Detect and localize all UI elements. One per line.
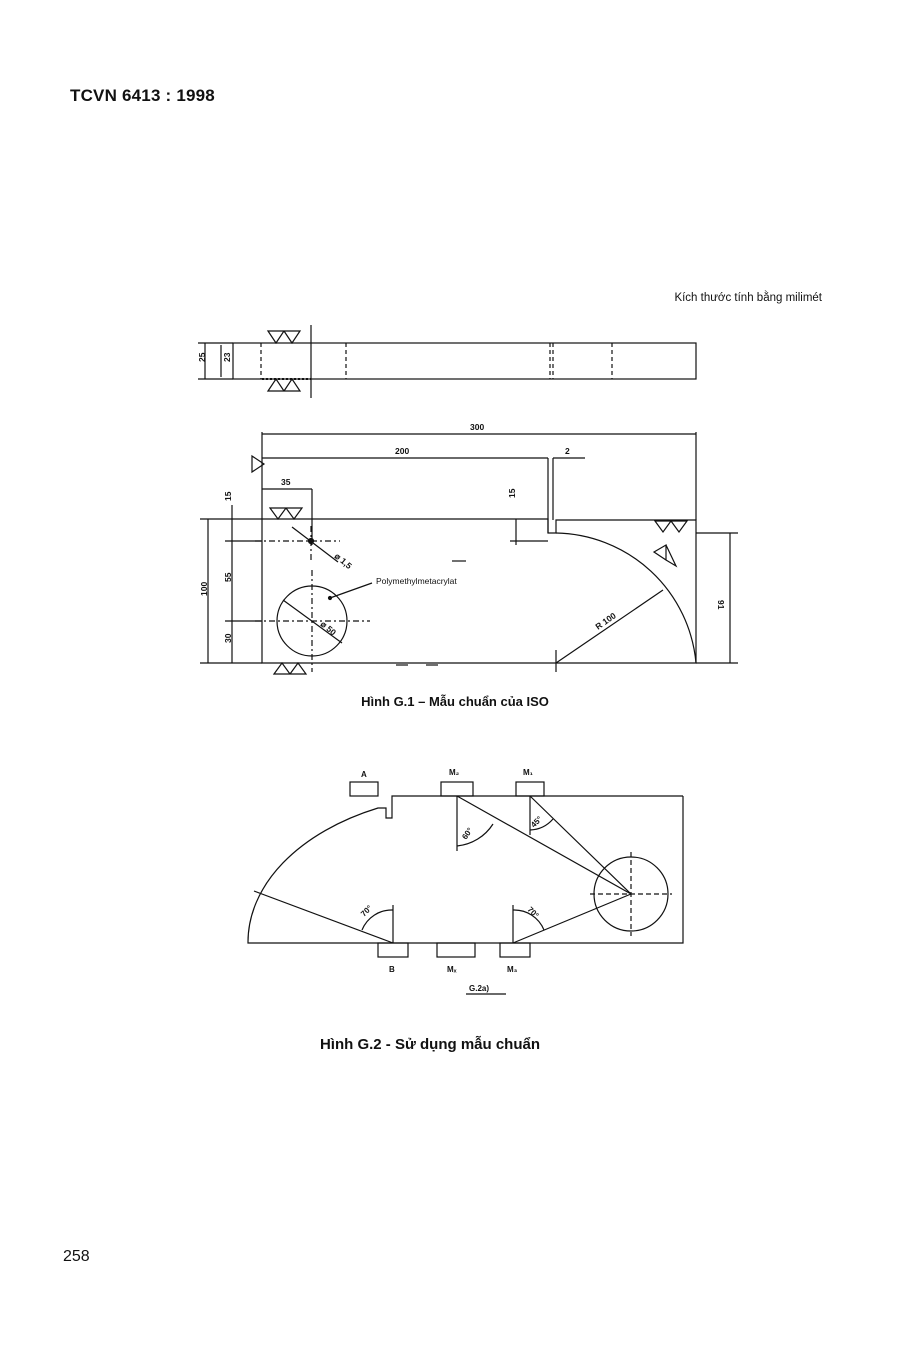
polymer-insert-circle <box>276 585 348 657</box>
probe-m4 <box>436 942 476 958</box>
side-view <box>198 325 697 398</box>
dim-25: 25 <box>197 352 207 362</box>
dim-35: 35 <box>281 477 291 487</box>
circle-diameter-label: ⌀ 50 <box>319 619 339 638</box>
probe-m2-label: M₂ <box>449 768 460 777</box>
probe-a <box>349 781 379 797</box>
probe-m1-label: M₁ <box>523 768 534 777</box>
probe-m3 <box>499 942 531 958</box>
figure-g1-drawing <box>200 432 738 675</box>
angle-70-right: 70° <box>526 905 541 920</box>
probe-marker-icon <box>266 377 302 392</box>
page-number: 258 <box>63 1248 90 1265</box>
dim-30: 30 <box>223 633 233 643</box>
probe-m3-label: M₃ <box>507 965 518 974</box>
reference-block-usage-outline <box>247 795 684 944</box>
figure-g1-caption: Hình G.1 – Mẫu chuẩn của ISO <box>361 694 549 709</box>
figure-g2a-label: G.2a) <box>469 984 489 993</box>
dim-55: 55 <box>223 572 233 582</box>
probe-marker-icon <box>268 507 304 521</box>
probe-m4-label: Mₓ <box>447 965 457 974</box>
dim-2: 2 <box>565 446 570 456</box>
probe-marker-icon <box>266 330 302 345</box>
probe-marker-icon <box>251 454 266 474</box>
dim-15-slot: 15 <box>507 488 517 498</box>
figure-g2-caption: Hình G.2 - Sử dụng mẫu chuẩn <box>319 1036 541 1053</box>
figure-g2-drawing <box>247 781 684 995</box>
figure-g1-labels: 25 23 300 200 2 35 15 15 100 55 30 91 R … <box>197 352 726 643</box>
probe-marker-icon <box>652 543 678 568</box>
figure-g2-labels: A M₂ M₁ B Mₓ M₃ 60° 45° 70° 70° G.2a) <box>359 768 544 993</box>
dim-91: 91 <box>716 600 726 610</box>
dim-300: 300 <box>470 422 484 432</box>
probe-m1 <box>515 781 545 797</box>
probe-b-label: B <box>389 965 395 974</box>
side-view-block <box>232 342 697 380</box>
units-note: Kích thước tính bằng milimét <box>674 292 822 304</box>
probe-b <box>377 942 409 958</box>
dim-15-left: 15 <box>223 491 233 501</box>
dim-200: 200 <box>395 446 409 456</box>
hole-diameter-label: ⌀ 1,5 <box>333 551 354 571</box>
dim-100: 100 <box>199 582 209 596</box>
probe-m2 <box>440 781 474 797</box>
probe-marker-icon <box>272 661 308 675</box>
radius-arc <box>555 532 697 664</box>
standard-header: TCVN 6413 : 1998 <box>70 86 215 105</box>
probe-a-label: A <box>361 770 367 779</box>
probe-marker-icon <box>653 520 689 534</box>
material-label: Polymethylmetacrylat <box>376 576 457 586</box>
angle-60: 60° <box>460 826 474 841</box>
dim-23: 23 <box>222 352 232 362</box>
